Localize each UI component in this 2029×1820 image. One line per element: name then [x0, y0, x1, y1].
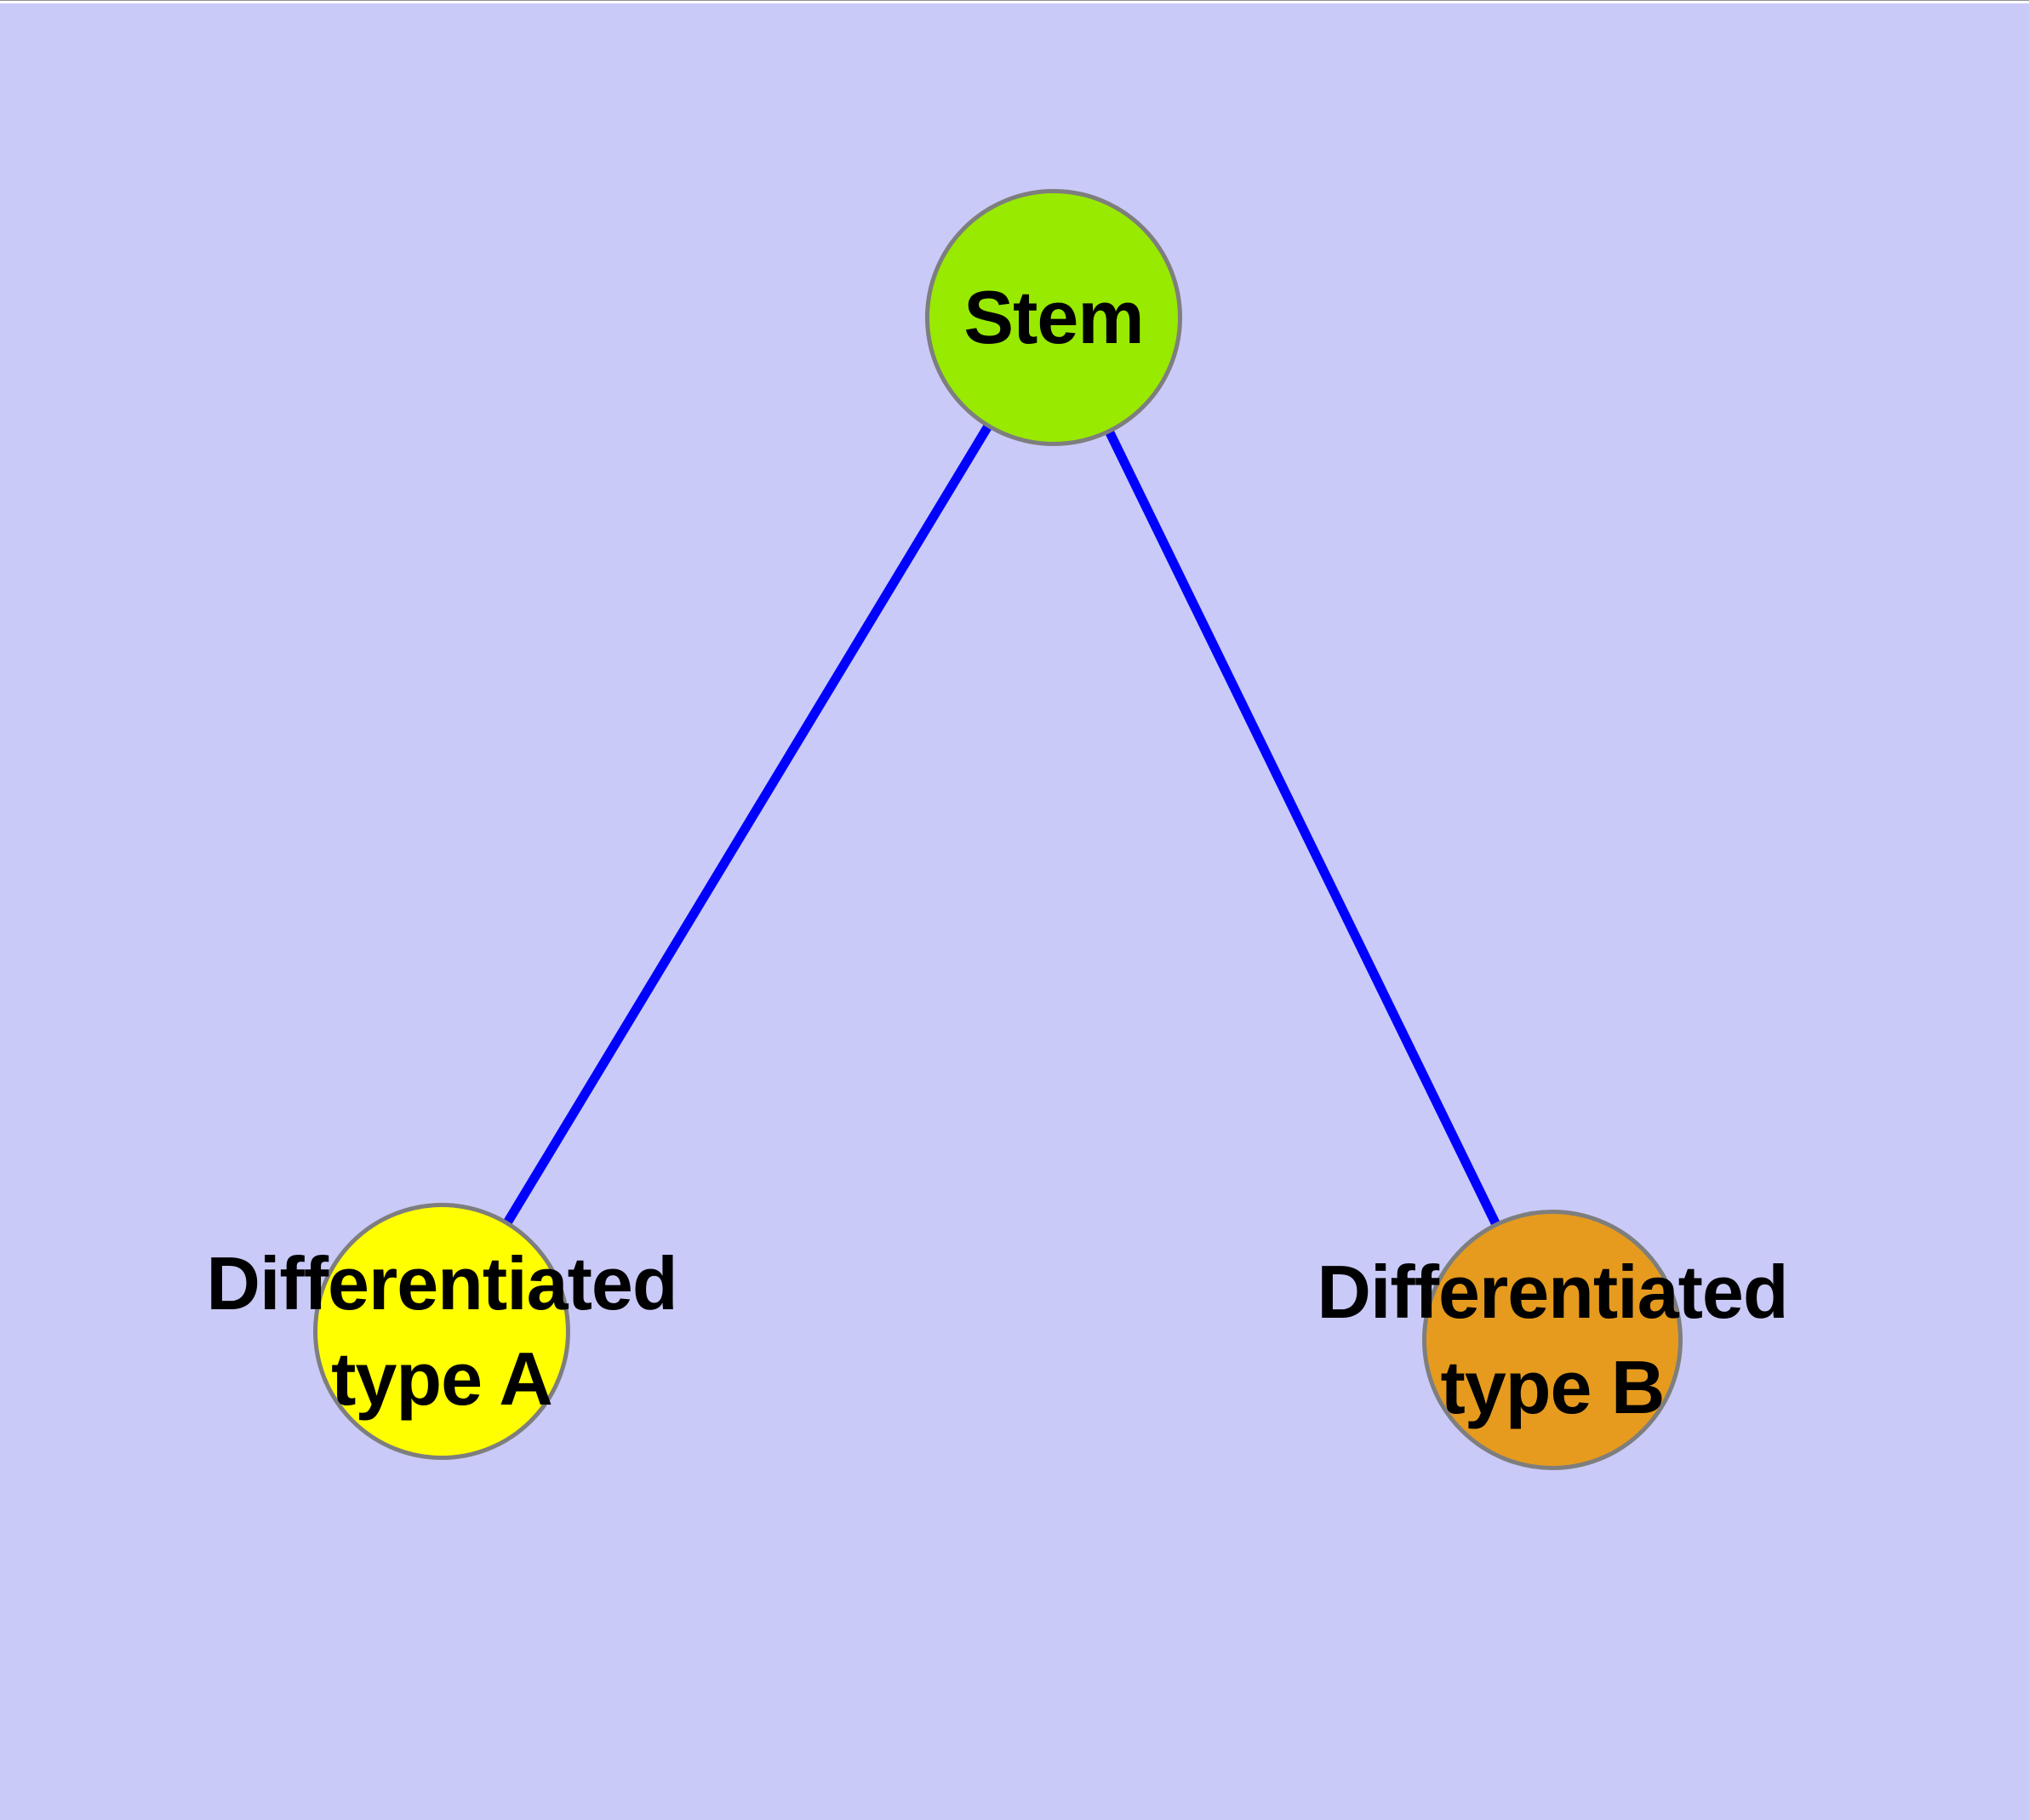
edge-stem-to-type-b	[1049, 315, 1557, 1342]
top-margin-strip	[0, 0, 2029, 3]
node-stem[interactable]	[925, 189, 1182, 446]
node-differentiated-type-a[interactable]	[313, 1203, 570, 1460]
edge-stem-to-type-a	[437, 315, 1058, 1334]
node-differentiated-type-b[interactable]	[1422, 1210, 1683, 1470]
